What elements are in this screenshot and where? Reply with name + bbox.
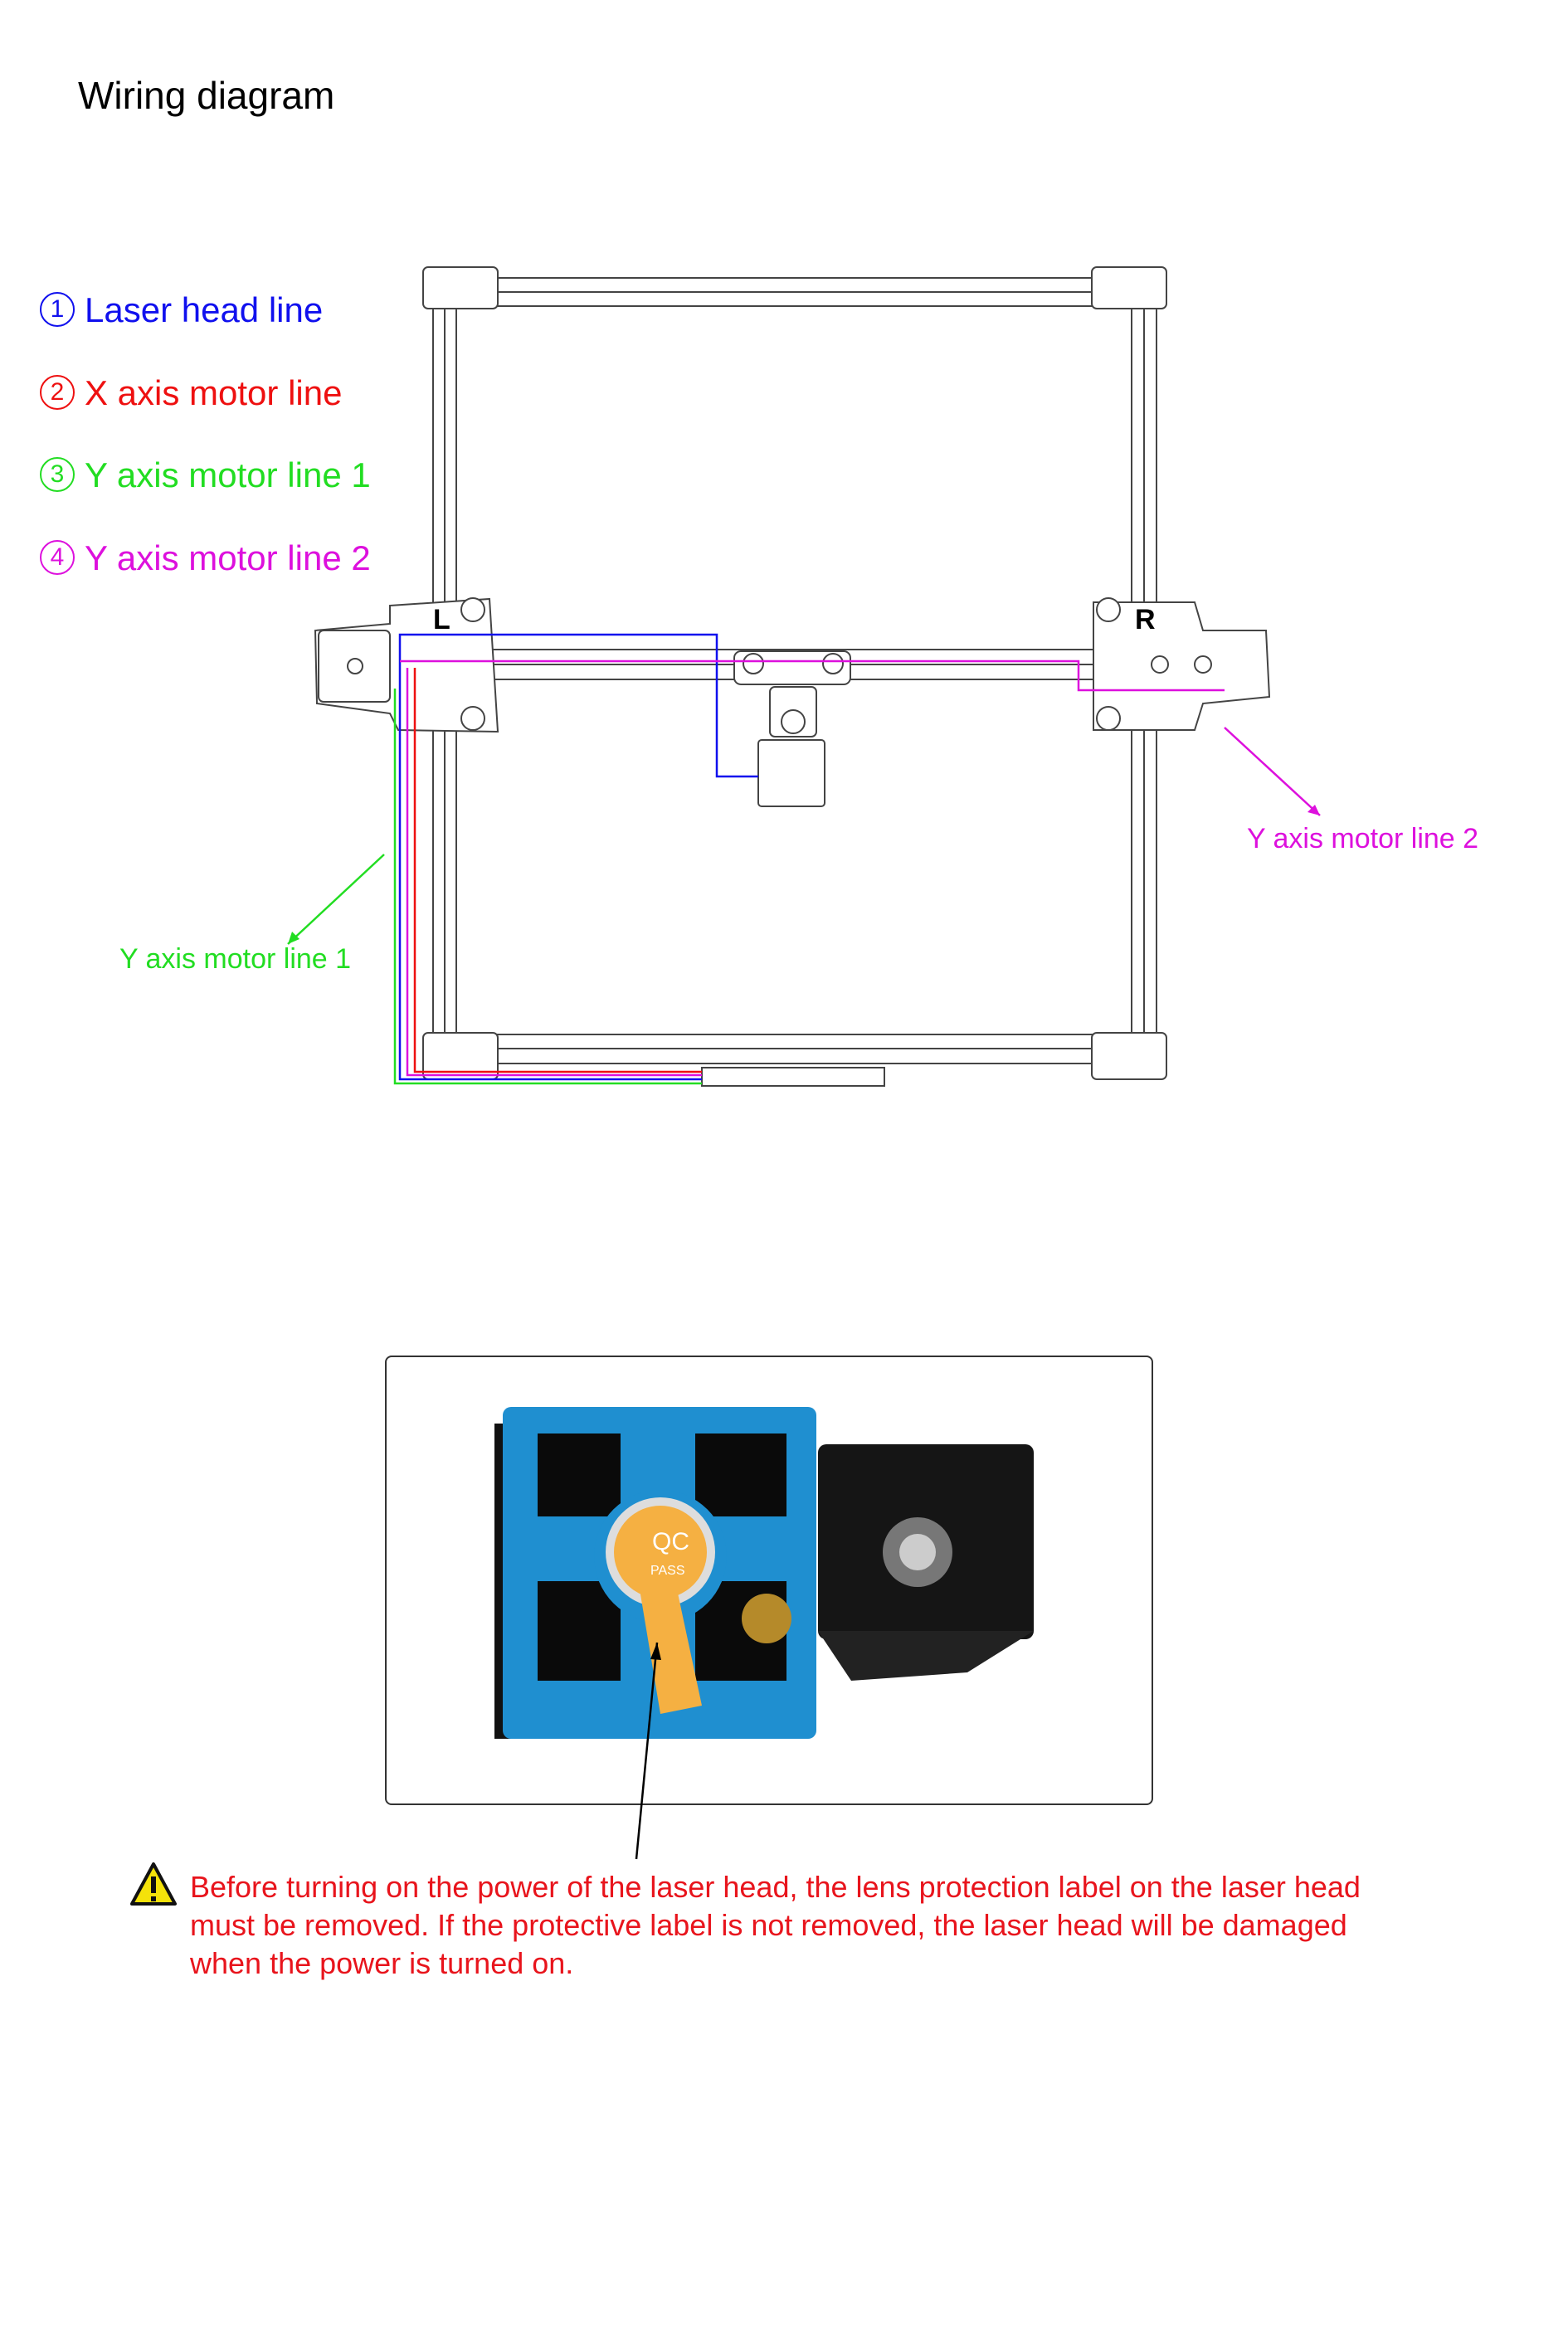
- callout-arrow-y1: [287, 854, 385, 945]
- legend-label: Y axis motor line 1: [85, 455, 371, 494]
- legend-item-y-motor-2: 4 Y axis motor line 2: [40, 538, 371, 578]
- callout-arrow-y2: [1224, 727, 1321, 816]
- right-gantry-plate: [1093, 601, 1271, 731]
- legend-number: 3: [40, 456, 75, 492]
- qc-label: QC: [652, 1528, 689, 1555]
- callout-y-motor-2: Y axis motor line 2: [1247, 823, 1479, 854]
- laser-head: [757, 739, 825, 807]
- y-motor-1-wire: [393, 689, 702, 1085]
- corner-block: [1091, 1032, 1167, 1080]
- y-motor-2-wire-down: [406, 668, 702, 1077]
- right-marker: R: [1135, 604, 1156, 635]
- protection-label: [614, 1506, 707, 1599]
- control-box: [701, 1067, 885, 1087]
- legend-item-x-motor: 2 X axis motor line: [40, 373, 342, 413]
- legend-item-y-motor-1: 3 Y axis motor line 1: [40, 455, 371, 495]
- legend-label: Y axis motor line 2: [85, 538, 371, 577]
- legend-label: Laser head line: [85, 290, 324, 329]
- x-motor-wire: [413, 668, 702, 1073]
- machine-frame-diagram: [287, 266, 1321, 1087]
- warning-text: Before turning on the power of the laser…: [190, 1870, 1361, 1980]
- legend-number: 4: [40, 539, 75, 575]
- y-motor-2-wire: [400, 660, 1225, 692]
- corner-block: [422, 266, 499, 309]
- legend-label: X axis motor line: [85, 373, 343, 412]
- legend-number: 2: [40, 374, 75, 410]
- wires: [287, 633, 1321, 1085]
- corner-block: [1091, 266, 1167, 309]
- warning-icon: [130, 1862, 177, 1906]
- legend-item-laser-head: 1 Laser head line: [40, 290, 323, 330]
- pass-label: PASS: [650, 1564, 685, 1578]
- page-title: Wiring diagram: [78, 74, 335, 117]
- laser-head-image: QC PASS: [494, 1407, 1034, 1739]
- callout-y-motor-1: Y axis motor line 1: [119, 943, 352, 975]
- left-marker: L: [433, 604, 450, 635]
- frame: [314, 266, 1271, 1087]
- laser-head-wire: [398, 633, 758, 1081]
- legend-number: 1: [40, 291, 75, 327]
- laser-head-photo: QC PASS: [385, 1356, 1153, 1805]
